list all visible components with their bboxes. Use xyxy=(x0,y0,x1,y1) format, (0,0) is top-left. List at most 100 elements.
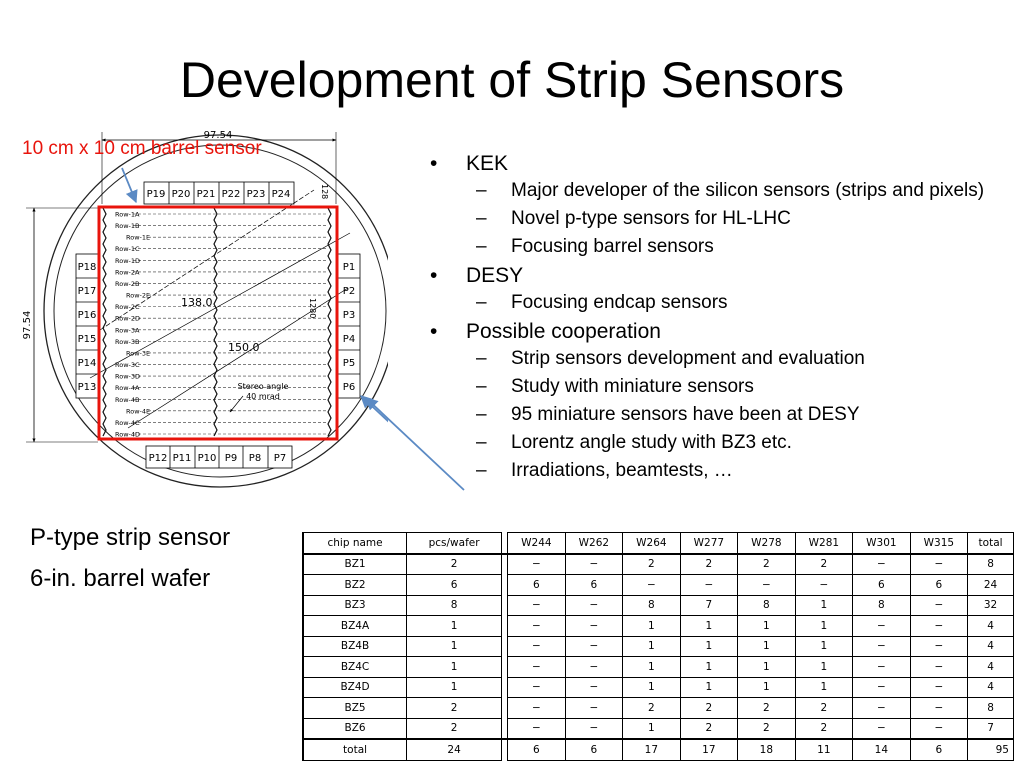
row-label: Row-2B xyxy=(115,280,139,288)
table-cell: 2 xyxy=(622,553,681,575)
table-cell: − xyxy=(564,717,624,740)
table-cell: − xyxy=(564,635,624,657)
table-cell: − xyxy=(852,615,911,637)
row-label: Row-1D xyxy=(115,257,140,265)
table-cell: BZ3 xyxy=(302,594,408,616)
pads-bottom: P12 P11 P10 P9 P8 P7 xyxy=(145,445,293,469)
wafer-caption: P-type strip sensor 6-in. barrel wafer xyxy=(30,517,230,599)
table-cell: − xyxy=(909,553,969,575)
table-cell: 1 xyxy=(622,717,681,740)
table-cell: − xyxy=(909,656,969,678)
bullet-list: •KEK–Major developer of the silicon sens… xyxy=(430,150,1010,486)
table-cell: − xyxy=(852,553,911,575)
sub-bullet-text: Focusing endcap sensors xyxy=(511,292,728,313)
table-cell: 2 xyxy=(406,697,503,719)
table-cell: 1 xyxy=(794,635,854,657)
row-label: Row-3A xyxy=(115,326,140,334)
table-cell: − xyxy=(507,697,566,719)
sub-bullet-dash: – xyxy=(476,460,487,481)
bullet-dot: • xyxy=(430,320,438,343)
table-cell: BZ6 xyxy=(302,717,408,740)
table-cell: 14 xyxy=(852,738,911,761)
row-label: Row-2E xyxy=(126,292,150,300)
table-cell: 4 xyxy=(967,676,1014,698)
row-label: Row-1B xyxy=(115,222,139,230)
pad-label: P2 xyxy=(343,286,355,297)
stereo-label: Stereo angle xyxy=(238,382,289,391)
table-cell: 8 xyxy=(967,553,1014,575)
table-spacer xyxy=(501,738,508,760)
sub-bullet-text: Lorentz angle study with BZ3 etc. xyxy=(511,432,792,453)
table-cell: 2 xyxy=(679,717,739,740)
table-cell: − xyxy=(564,615,624,637)
table-cell: 95 xyxy=(967,738,1014,761)
table-cell: BZ5 xyxy=(302,697,408,719)
table-cell: 2 xyxy=(794,717,854,740)
table-cell: − xyxy=(794,574,854,596)
table-header-cell: W264 xyxy=(622,532,681,555)
strip-column xyxy=(213,207,218,437)
table-cell: − xyxy=(507,635,566,657)
table-cell: − xyxy=(507,656,566,678)
strip-columns xyxy=(102,207,332,437)
sub-bullet-item: – Irradiations, beamtests, … xyxy=(466,457,1010,485)
sub-bullet-text: Irradiations, beamtests, … xyxy=(511,460,733,481)
table-cell: 6 xyxy=(564,738,624,761)
row-label: Row-1E xyxy=(126,234,150,242)
table-cell: 7 xyxy=(679,594,739,616)
table-cell: 1 xyxy=(622,615,681,637)
strip-column xyxy=(102,207,107,437)
row-label: Row-4C xyxy=(115,419,140,427)
bullet-dot: • xyxy=(430,152,438,175)
table-cell: 2 xyxy=(679,553,739,575)
row-label: Row-4D xyxy=(115,431,140,439)
pad-label: P24 xyxy=(272,189,291,200)
pad-label: P18 xyxy=(78,262,97,273)
table-cell: 1 xyxy=(406,635,503,657)
sub-bullet-text: Novel p-type sensors for HL-LHC xyxy=(511,208,791,229)
table-cell: − xyxy=(852,697,911,719)
table-cell: − xyxy=(852,656,911,678)
wafer-caption-line: 6-in. barrel wafer xyxy=(30,565,211,592)
table-cell: BZ2 xyxy=(302,574,408,596)
sub-bullet-item: –Study with miniature sensors xyxy=(466,373,1010,401)
table-cell: − xyxy=(909,717,969,740)
table-cell: 1 xyxy=(679,615,739,637)
table-cell: 24 xyxy=(406,738,503,761)
sub-bullet-dash: – xyxy=(476,180,487,201)
sub-bullet-item: –Focusing barrel sensors xyxy=(466,233,1010,261)
table-cell: − xyxy=(909,615,969,637)
row-label: Row-4A xyxy=(115,384,140,392)
row-lines: Row-1ARow-1BRow-1ERow-1CRow-1DRow-2ARow-… xyxy=(115,211,328,439)
sub-bullet-dash: – xyxy=(476,348,487,369)
table-cell: 6 xyxy=(564,574,624,596)
table-cell: − xyxy=(564,676,624,698)
table-cell: − xyxy=(909,635,969,657)
sub-bullet-text: Study with miniature sensors xyxy=(511,376,754,397)
pads-left: P18 P17 P16 P15 P14 P13 xyxy=(75,253,99,399)
table-header-cell: W278 xyxy=(737,532,796,555)
table-cell: 4 xyxy=(967,656,1014,678)
pads-right: P1 P2 P3 P4 P5 P6 xyxy=(337,253,361,399)
bullet-item: •Possible cooperation–Strip sensors deve… xyxy=(430,318,1010,485)
table-cell: 2 xyxy=(737,717,796,740)
row-label: Row-1A xyxy=(115,211,140,219)
table-cell: − xyxy=(737,574,796,596)
sub-bullet-item: –95 miniature sensors have been at DESY xyxy=(466,401,1010,429)
table-cell: − xyxy=(564,594,624,616)
table-cell: 8 xyxy=(622,594,681,616)
wafer-diagram: 97.54 97.54 P19 P20 P21 P22 P23 P24 P12 … xyxy=(22,130,388,488)
table-cell: 2 xyxy=(794,553,854,575)
table-cell: 6 xyxy=(406,574,503,596)
table-cell: 2 xyxy=(622,697,681,719)
table-spacer xyxy=(501,532,508,555)
arrow-to-pad xyxy=(365,397,465,491)
diagonal-line xyxy=(127,287,349,429)
table-cell: − xyxy=(564,553,624,575)
pad-label: P19 xyxy=(147,189,166,200)
